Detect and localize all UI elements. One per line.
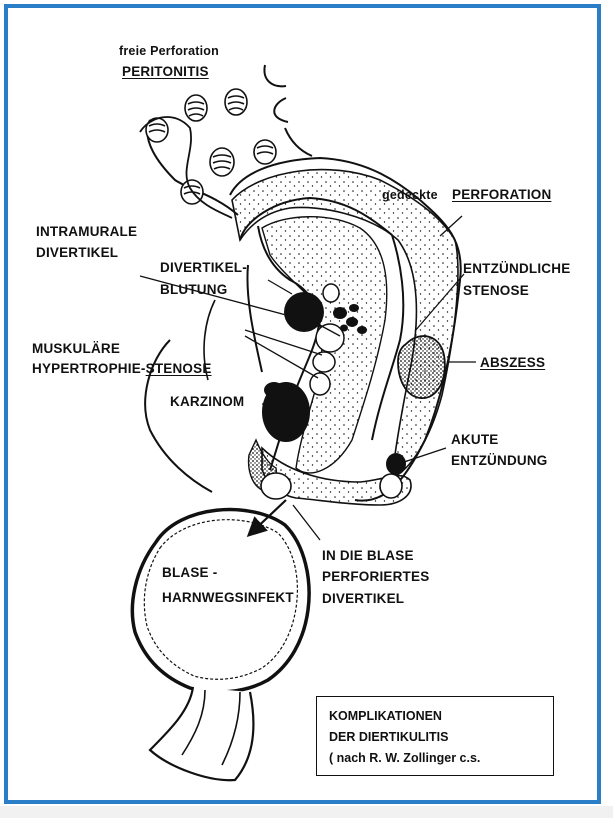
legend-line-3: ( nach R. W. Zollinger c.s. [329, 748, 541, 769]
label-intramural-1: INTRAMURALE [36, 222, 137, 241]
label-acute-1: AKUTE [451, 430, 499, 449]
label-into-bladder-2: PERFORIERTES [322, 567, 429, 586]
legend-line-1: KOMPLIKATIONEN [329, 706, 541, 727]
label-into-bladder-3: DIVERTIKEL [322, 589, 404, 608]
legend-box: KOMPLIKATIONEN DER DIERTIKULITIS ( nach … [316, 696, 554, 776]
label-muscular-2b: STENOSE [146, 361, 212, 376]
carcinoma-edge [264, 382, 284, 398]
label-covered: gedeckte [382, 186, 438, 205]
label-abscess: ABSZESS [480, 353, 545, 372]
label-into-bladder-1: IN DIE BLASE [322, 546, 414, 565]
label-abscess-text: ABSZESS [480, 355, 545, 370]
label-peritonitis-text: PERITONITIS [122, 64, 209, 79]
label-muscular-1: MUSKULÄRE [32, 339, 120, 358]
label-muscular-2a: HYPERTROPHIE- [32, 361, 146, 376]
label-inflammatory-2: STENOSE [463, 281, 529, 300]
label-bleeding-1: DIVERTIKEL- [160, 258, 247, 277]
legend-line-2: DER DIERTIKULITIS [329, 727, 541, 748]
label-acute-2: ENTZÜNDUNG [451, 451, 548, 470]
label-bleeding-2: BLUTUNG [160, 280, 227, 299]
label-carcinoma: KARZINOM [170, 392, 244, 411]
bleeding-diverticulum [284, 292, 324, 332]
right-diverticulum [380, 474, 402, 498]
urethra [150, 687, 254, 780]
label-inflammatory-1: ENTZÜNDLICHE [463, 259, 570, 278]
label-perforation: PERFORATION [452, 185, 551, 204]
acute-inflammation [386, 453, 406, 475]
rectal-diverticulum [261, 473, 291, 499]
label-bladder-1: BLASE - [162, 563, 217, 582]
label-bladder-2: HARNWEGSINFEKT [162, 588, 294, 607]
small-diverticulum [323, 284, 339, 302]
label-free-perforation: freie Perforation [119, 42, 219, 61]
label-muscular-2: HYPERTROPHIE-STENOSE [32, 359, 212, 378]
abscess [398, 336, 445, 398]
label-peritonitis: PERITONITIS [122, 62, 209, 81]
label-perforation-text: PERFORATION [452, 187, 551, 202]
label-intramural-2: DIVERTIKEL [36, 243, 118, 262]
